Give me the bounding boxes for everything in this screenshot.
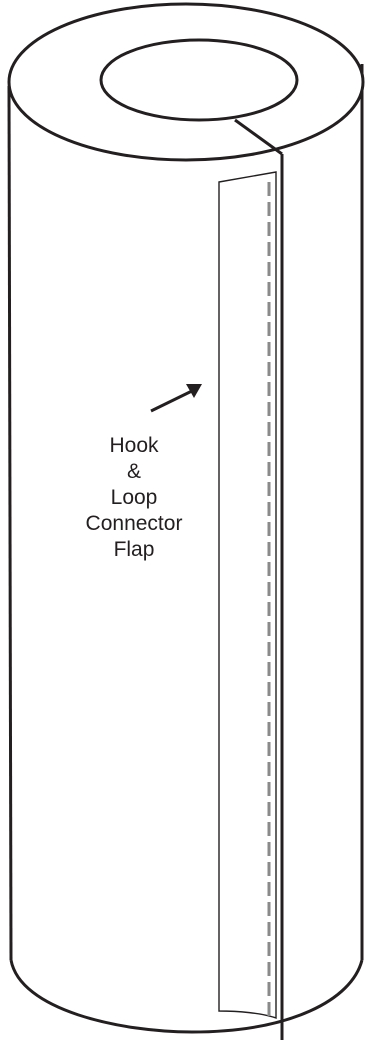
annotation-line-2: & [127,460,141,483]
annotation-line-3: Loop [111,486,158,509]
cylinder-core-ellipse [99,38,299,122]
annotation-line-5: Flap [114,538,155,561]
annotation-line-4: Connector [86,512,183,535]
cylinder-left-wall [7,85,13,961]
arrow-head [186,384,202,398]
pointer-arrow [150,384,202,413]
annotation-line-1: Hook [109,434,159,457]
annotation-label: Hook & Loop Connector Flap [86,434,183,561]
cylinder-body [7,64,364,1034]
top-seam-line [234,118,283,156]
connector-flap-panel [218,171,277,1019]
arrow-shaft [150,387,197,413]
cylinder-bottom-rim [9,959,364,1034]
